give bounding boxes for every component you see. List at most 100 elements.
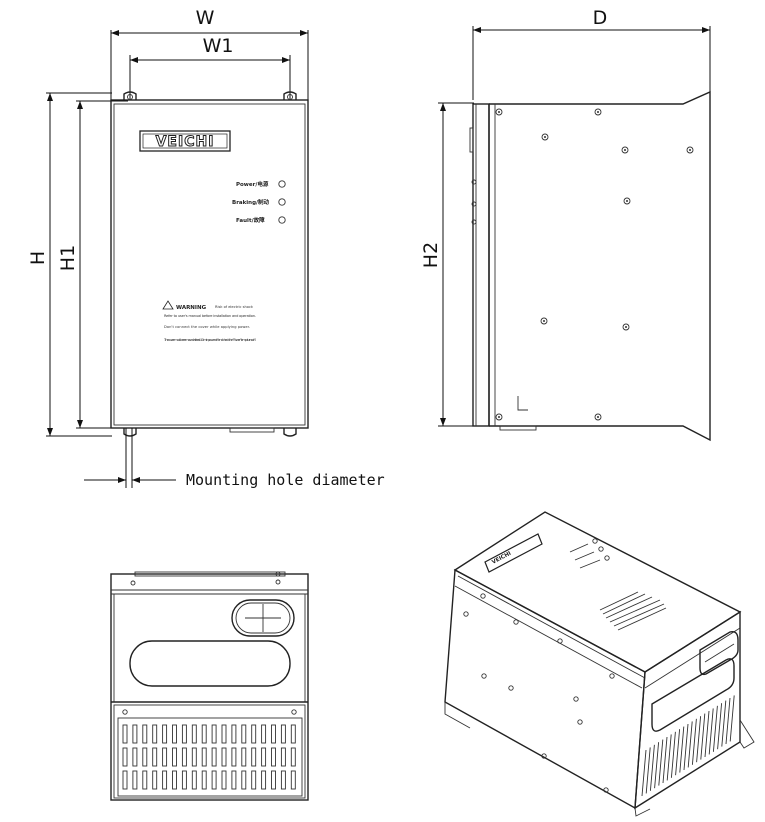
iso-brand-logo	[484, 533, 543, 573]
iso-grille-slot	[679, 726, 685, 773]
vent-slot	[290, 747, 296, 767]
vent-slot	[132, 770, 138, 790]
iso-grille-slot	[641, 749, 647, 797]
front-brand-logo: VEICHI	[156, 134, 215, 150]
iso-vent-grille	[641, 695, 735, 797]
mounting-hole-note: Mounting hole diameter	[186, 471, 385, 489]
vent-slot	[152, 770, 158, 790]
vent-slot	[191, 770, 197, 790]
iso-grille-slot	[700, 713, 706, 760]
iso-grille-slot	[675, 729, 681, 776]
vent-slot	[261, 770, 267, 790]
braking-led	[278, 198, 286, 206]
iso-grille-slot	[654, 742, 660, 789]
iso-screws	[463, 593, 615, 793]
dim-w1-label: W1	[203, 35, 234, 57]
vent-slot	[142, 747, 148, 767]
vent-slot	[122, 724, 128, 744]
vent-slot	[122, 770, 128, 790]
vent-slot	[142, 724, 148, 744]
dim-h-label: H	[27, 251, 49, 265]
indicator-braking-label: Braking/制动	[232, 198, 270, 206]
power-led	[278, 180, 286, 188]
vent-slot	[211, 747, 217, 767]
iso-grille-slot	[645, 747, 651, 794]
indicator-fault-label: Fault/故障	[236, 216, 265, 224]
iso-grille-slot	[683, 723, 689, 771]
isometric-view: VEICHI	[444, 511, 755, 817]
vent-slot	[221, 770, 227, 790]
warning-subtitle: Risk of electric shock	[215, 305, 254, 309]
iso-grille-slot	[691, 718, 697, 765]
vent-slot	[251, 747, 257, 767]
vent-slot	[221, 724, 227, 744]
vent-slot	[271, 747, 276, 767]
fault-led	[278, 216, 286, 224]
vent-slot	[241, 770, 247, 790]
vent-slot	[271, 770, 276, 790]
vent-slot	[142, 770, 148, 790]
vent-slot	[122, 747, 128, 767]
warning-line-3: The cover must be removed at least 10 mi…	[163, 338, 256, 342]
dim-h1-label: H1	[57, 245, 79, 271]
dim-d-label: D	[593, 7, 608, 29]
vent-slot	[172, 724, 177, 744]
vent-slot	[280, 770, 286, 790]
iso-grille-slot	[725, 697, 731, 745]
vent-slot	[251, 770, 257, 790]
iso-grille-slot	[696, 716, 702, 763]
iso-grille-slot	[687, 721, 693, 768]
vent-slot	[280, 747, 286, 767]
dim-h2-label: H2	[420, 242, 442, 268]
vent-slot	[172, 770, 177, 790]
dim-w-label: W	[196, 7, 215, 29]
bottom-view	[110, 571, 309, 801]
vent-slot	[280, 724, 286, 744]
vent-slot	[221, 747, 227, 767]
iso-grille-slot	[649, 744, 655, 791]
iso-grille-slot	[708, 708, 714, 755]
iso-grille-slot	[658, 739, 664, 786]
vent-slot	[271, 724, 276, 744]
warning-line-1: Refer to user's manual before installati…	[164, 314, 256, 318]
vent-slot	[261, 747, 267, 767]
vent-slot	[181, 747, 187, 767]
side-view: D H2	[420, 7, 711, 442]
front-view: W W1 H H1 VEICHI	[27, 7, 385, 489]
indicator-power-label: Power/电源	[236, 180, 269, 188]
vent-slot	[152, 747, 158, 767]
vent-slot	[191, 724, 197, 744]
vent-slot	[181, 724, 187, 744]
vent-slot	[162, 724, 168, 744]
iso-grille-slot	[704, 710, 710, 758]
vent-slot	[290, 724, 296, 744]
vent-slots	[122, 724, 296, 790]
vent-slot	[201, 770, 207, 790]
vent-slot	[162, 770, 168, 790]
iso-grille-slot	[729, 695, 735, 742]
iso-grille-slot	[662, 736, 668, 784]
iso-grille-slot	[712, 705, 718, 752]
iso-grille-slot	[721, 700, 727, 747]
vent-slot	[231, 724, 237, 744]
vent-slot	[152, 724, 158, 744]
iso-grille-slot	[666, 734, 672, 781]
vent-slot	[172, 747, 177, 767]
iso-grille-slot	[670, 731, 676, 778]
vent-slot	[251, 724, 257, 744]
vent-slot	[162, 747, 168, 767]
vent-slot	[231, 747, 237, 767]
side-screws	[471, 108, 694, 421]
iso-warning-block	[599, 591, 667, 631]
vent-slot	[290, 770, 296, 790]
vent-slot	[132, 747, 138, 767]
vent-slot	[201, 724, 207, 744]
vent-slot	[132, 724, 138, 744]
vent-slot	[261, 724, 267, 744]
iso-grille-slot	[717, 703, 723, 750]
vent-slot	[211, 770, 217, 790]
vent-slot	[231, 770, 237, 790]
warning-line-2: Don't connect the cover while applying p…	[164, 325, 250, 329]
vent-slot	[181, 770, 187, 790]
